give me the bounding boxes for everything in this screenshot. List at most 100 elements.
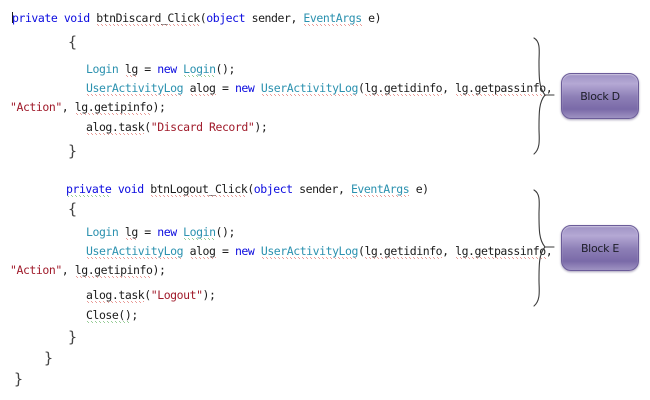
type-login: Login (86, 225, 119, 239)
type-useractivitylog: UserActivityLog (86, 81, 184, 96)
comma: , (442, 81, 449, 95)
space (254, 244, 260, 258)
member-getipinfo: lg.getipinfo (74, 263, 153, 278)
string-action: "Action" (10, 100, 62, 114)
paren-open: ( (199, 11, 207, 25)
semicolon: ; (209, 288, 216, 302)
code-line: Close(); (86, 308, 138, 323)
semicolon: ; (260, 120, 268, 134)
space (118, 225, 124, 239)
code-line: } (14, 372, 23, 387)
identifier-sender: sender (251, 11, 291, 25)
code-line: Login lg = new Login(); (86, 62, 235, 77)
code-line: } (68, 142, 77, 160)
paren-open: ( (357, 81, 365, 95)
comma: , (442, 244, 449, 258)
string-logout: "Logout" (150, 288, 203, 302)
paren-close: ) (152, 100, 159, 114)
brace-open: { (68, 33, 77, 51)
string-discard-record: "Discard Record" (150, 120, 255, 134)
call-close: Close() (86, 308, 132, 323)
type-eventargs: EventArgs (350, 182, 410, 197)
code-line: } (68, 328, 77, 346)
string-action: "Action" (10, 263, 62, 277)
comma: , (337, 182, 345, 196)
code-line: alog.task("Discard Record"); (86, 120, 268, 135)
member-getipinfo: lg.getipinfo (74, 100, 153, 115)
paren-open: ( (247, 182, 254, 196)
brace-close: } (68, 142, 77, 160)
type-login: Login (86, 62, 119, 76)
paren-open: ( (144, 288, 151, 302)
type-useractivitylog: UserActivityLog (86, 244, 184, 259)
member-getpassinfo: lg.getpassinfo (455, 244, 546, 259)
identifier-e: e (368, 11, 375, 25)
space (183, 244, 189, 258)
paren-open: ( (357, 244, 365, 258)
identifier-lg: lg (124, 62, 138, 77)
paren-close: ) (254, 120, 261, 134)
identifier-btn-logout-click: btnLogout_Click (150, 182, 248, 197)
identifier-alog: alog (189, 244, 216, 259)
keyword-object: object (206, 11, 246, 25)
code-line: private void btnDiscard_Click(object sen… (12, 11, 382, 26)
paren-empty: () (215, 62, 229, 76)
block-d-shape[interactable]: Block D (561, 73, 639, 119)
type-login-ctor: Login (183, 225, 216, 240)
paren-close: ) (374, 11, 382, 25)
type-login-ctor: Login (183, 62, 216, 77)
paren-empty: () (215, 225, 229, 239)
code-listing: private void btnDiscard_Click(object sen… (10, 11, 553, 387)
block-e-shape[interactable]: Block E (561, 225, 639, 271)
block-e-label: Block E (580, 241, 620, 255)
comma: , (61, 263, 69, 277)
type-useractivitylog-ctor: UserActivityLog (260, 81, 358, 96)
keyword-void: void (63, 11, 90, 25)
paren-close: ) (202, 288, 210, 302)
space (254, 81, 260, 95)
comma: , (545, 81, 553, 95)
member-getpassinfo: lg.getpassinfo (455, 81, 546, 96)
keyword-object: object (253, 182, 293, 196)
identifier-btn-discard-click: btnDiscard_Click (96, 11, 200, 26)
block-d-label: Block D (580, 89, 620, 103)
semicolon: ; (228, 225, 236, 239)
brace-close: } (44, 349, 53, 367)
keyword-new: new (234, 244, 255, 258)
keyword-new: new (157, 62, 177, 76)
paren-close: ) (422, 182, 429, 196)
brace-block-d (528, 36, 556, 158)
code-line: } (44, 349, 53, 367)
text-caret (12, 12, 13, 23)
space (68, 263, 74, 277)
keyword-new: new (234, 81, 255, 95)
code-line: "Action", lg.getipinfo); (10, 100, 166, 115)
identifier-alog: alog (189, 81, 216, 96)
code-line: { (68, 33, 77, 51)
code-line: private void btnLogout_Click(object send… (66, 182, 429, 197)
brace-close: } (68, 328, 77, 346)
code-line: "Action", lg.getipinfo); (10, 263, 166, 278)
space (344, 182, 350, 196)
space (183, 81, 189, 95)
operator-equals: = (144, 62, 151, 76)
comma: , (61, 100, 69, 114)
comma: , (290, 11, 297, 25)
keyword-void: void (117, 182, 144, 196)
member-alog-task: alog.task (86, 288, 145, 303)
type-useractivitylog-ctor: UserActivityLog (260, 244, 358, 259)
identifier-sender: sender (299, 182, 338, 196)
paren-close: ) (152, 263, 159, 277)
space (118, 62, 124, 76)
semicolon: ; (158, 263, 166, 277)
operator-equals: = (221, 244, 229, 258)
brace-block-e (528, 188, 556, 310)
keyword-private: private (12, 11, 58, 25)
code-line: UserActivityLog alog = new UserActivityL… (86, 81, 553, 96)
comma: , (545, 244, 553, 258)
semicolon: ; (158, 100, 166, 114)
code-line: Login lg = new Login(); (86, 225, 236, 240)
member-alog-task: alog.task (86, 120, 145, 135)
semicolon: ; (131, 308, 138, 322)
keyword-new: new (157, 225, 177, 239)
